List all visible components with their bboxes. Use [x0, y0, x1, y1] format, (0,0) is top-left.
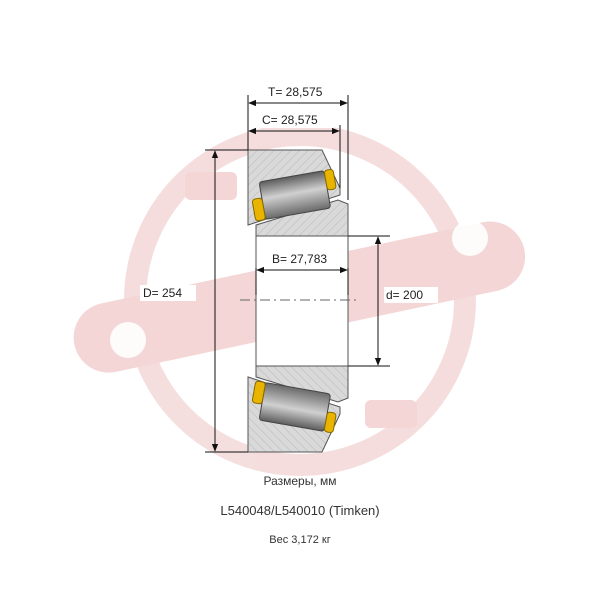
dim-label-d: d= 200 [386, 288, 423, 302]
dim-label-T: T= 28,575 [268, 85, 323, 99]
cage-right-bottom [324, 411, 337, 434]
dim-label-B: B= 27,783 [272, 252, 327, 266]
extension-lines [205, 95, 390, 453]
cage-right-top [324, 168, 337, 191]
bore-inner-ring [255, 235, 349, 367]
caption-units: Размеры, мм [263, 474, 337, 488]
dim-label-D: D= 254 [143, 286, 182, 300]
bearing-section-bottom [247, 365, 349, 453]
cage-left-top [251, 197, 266, 222]
dim-label-C: C= 28,575 [262, 113, 318, 127]
caption-weight: Вес 3,172 кг [269, 534, 331, 546]
bearing-section-top [247, 149, 349, 237]
dimension-lines [211, 99, 382, 452]
caption-designation: L540048/L540010 (Timken) [220, 503, 380, 518]
cage-left-bottom [251, 380, 266, 405]
